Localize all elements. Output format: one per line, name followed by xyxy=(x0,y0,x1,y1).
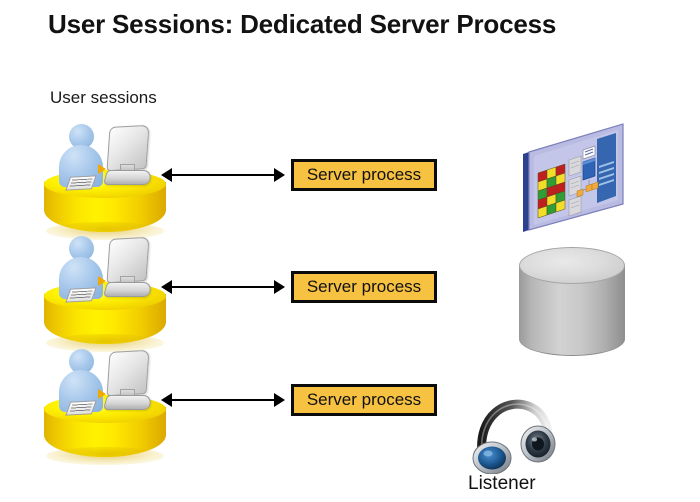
user-session-illustration xyxy=(40,347,170,469)
monitor-base xyxy=(102,395,154,410)
server-process-label: Server process xyxy=(306,165,422,184)
session-row: Server process xyxy=(0,122,460,247)
arrow-head-left-icon xyxy=(161,168,172,182)
keyboard-paper-lines xyxy=(69,290,93,300)
arrow-head-left-icon xyxy=(161,393,172,407)
desk-shadow xyxy=(46,222,164,240)
monitor-base xyxy=(102,170,154,185)
page-title: User Sessions: Dedicated Server Process xyxy=(48,9,557,39)
user-session-illustration xyxy=(40,234,170,356)
bidirectional-arrow xyxy=(161,280,285,294)
computer-monitor-icon xyxy=(102,124,154,188)
bidirectional-arrow xyxy=(161,393,285,407)
server-process-box[interactable]: Server process xyxy=(291,159,437,191)
keyboard-paper-icon xyxy=(65,400,97,416)
person-head xyxy=(69,236,94,261)
cursor-triangle-icon xyxy=(98,164,106,174)
session-row: Server process xyxy=(0,234,460,359)
person-head xyxy=(69,349,94,374)
listener-label: Listener xyxy=(468,473,536,494)
arrow-head-right-icon xyxy=(274,393,285,407)
keyboard-paper-lines xyxy=(69,403,93,413)
user-session-illustration xyxy=(40,122,170,244)
computer-monitor-icon xyxy=(102,236,154,300)
server-process-label: Server process xyxy=(306,277,422,296)
arrow-line xyxy=(168,399,278,401)
user-sessions-label: User sessions xyxy=(50,88,157,107)
person-head xyxy=(69,124,94,149)
cursor-triangle-icon xyxy=(98,276,106,286)
cursor-triangle-icon xyxy=(98,389,106,399)
arrow-head-right-icon xyxy=(274,280,285,294)
monitor-base xyxy=(102,282,154,297)
database-cylinder-icon xyxy=(519,247,625,367)
desk-shadow xyxy=(46,334,164,352)
headphones-svg xyxy=(472,399,556,475)
headphones-icon xyxy=(466,396,562,475)
arrow-line xyxy=(168,174,278,176)
keyboard-paper-icon xyxy=(65,287,97,303)
database-top xyxy=(519,247,625,284)
desk-shadow xyxy=(46,447,164,465)
server-process-label: Server process xyxy=(306,390,422,409)
bidirectional-arrow xyxy=(161,168,285,182)
keyboard-paper-lines xyxy=(69,178,93,188)
server-rack-screen-svg xyxy=(523,123,624,232)
server-process-box[interactable]: Server process xyxy=(291,271,437,303)
server-rack-screen-icon xyxy=(519,118,627,238)
arrow-line xyxy=(168,286,278,288)
session-row: Server process xyxy=(0,347,460,472)
server-process-box[interactable]: Server process xyxy=(291,384,437,416)
keyboard-paper-icon xyxy=(65,175,97,191)
arrow-head-left-icon xyxy=(161,280,172,294)
computer-monitor-icon xyxy=(102,349,154,413)
arrow-head-right-icon xyxy=(274,168,285,182)
